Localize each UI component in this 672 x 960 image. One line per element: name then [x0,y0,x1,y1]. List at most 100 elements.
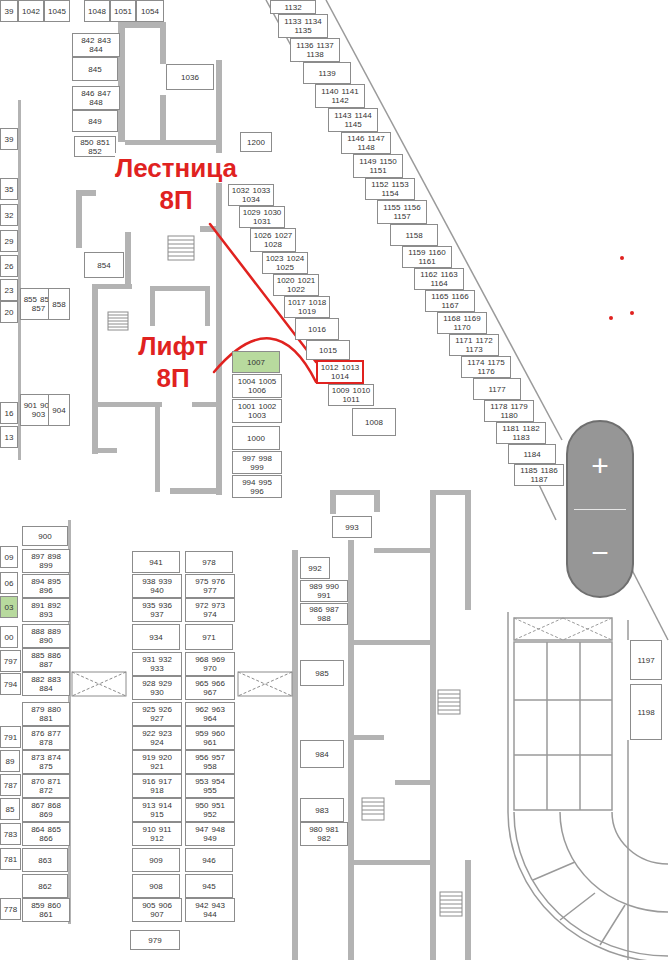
unit-number: 894 [30,577,46,586]
plan-line [438,694,460,710]
storage-unit: 994995996 [232,475,282,498]
storage-unit: 791 [0,726,21,748]
plan-line [72,236,462,916]
unit-number: 910 [141,825,157,834]
unit-number: 926 [157,705,173,714]
unit-number: 851 [95,138,111,147]
storage-unit: 980981982 [300,822,348,846]
unit-number: 1181 [501,424,521,433]
unit-number: 844 [73,45,119,54]
storage-unit: 882883884 [22,672,70,696]
storage-unit: 114011411142 [315,84,365,108]
unit-number: 848 [73,98,119,107]
unit-number: 1054 [140,7,161,16]
plan-line [465,490,471,610]
unit-number: 1165 [430,292,450,301]
unit-number: 859 [30,901,46,910]
unit-number: 952 [186,810,234,819]
plan-line [210,224,316,382]
plan-line [438,690,460,714]
unit-number: 1158 [404,231,424,240]
unit-number: 1006 [233,386,281,395]
unit-number: 864 [30,825,46,834]
plan-line [440,896,462,912]
plan-line [150,286,210,291]
callout-label: Лифт 8П [128,330,218,394]
unit-number: 888 [30,627,46,636]
storage-unit: 913914915 [132,798,182,822]
unit-number: 1011 [329,395,373,404]
plan-line [533,862,625,945]
plan-line [354,860,430,865]
unit-number: 901 [22,401,38,410]
storage-unit: 115511561157 [377,200,427,224]
unit-number: 847 [96,89,112,98]
unit-number: 1020 [275,276,296,285]
storage-unit: 941 [132,551,180,573]
unit-number: 1007 [246,358,267,367]
unit-number: 1003 [233,411,281,420]
storage-unit: 975976977 [185,574,235,598]
unit-number: 1175 [486,358,506,367]
unit-number: 1162 [419,270,439,279]
unit-number: 895 [46,577,62,586]
storage-unit: 35 [0,178,18,200]
plan-line [118,22,166,28]
storage-unit: 888889890 [22,624,70,648]
storage-unit: 985 [300,660,344,686]
storage-unit: 113311341135 [278,14,328,38]
unit-number: 846 [80,89,96,98]
unit-number: 966 [210,679,226,688]
plan-line [76,190,82,248]
unit-number: 947 [194,825,210,834]
storage-unit: 20 [0,301,18,323]
storage-unit: 114311441145 [328,108,378,132]
storage-unit: 931932933 [132,652,182,676]
unit-number: 1048 [87,7,108,16]
storage-unit: 938939940 [132,574,182,598]
plan-line [216,60,222,142]
storage-unit: 979 [130,930,180,950]
storage-unit: 916917918 [132,774,182,798]
unit-number: 1024 [285,254,306,263]
plan-line [630,311,634,315]
storage-unit: 993 [332,516,372,538]
unit-number: 934 [148,633,164,642]
unit-number: 842 [80,36,96,45]
unit-number: 958 [186,762,234,771]
plan-line [609,256,634,320]
storage-unit: 873874875 [22,750,70,774]
unit-number: 1153 [390,180,410,189]
unit-number: 1164 [415,279,463,288]
storage-unit: 1054 [136,0,164,22]
plan-line [160,95,166,142]
plan-line [155,402,160,492]
storage-unit: 846847848 [72,86,120,110]
unit-number: 843 [96,36,112,45]
unit-number: 860 [46,901,62,910]
unit-number: 919 [141,753,157,762]
unit-number: 1149 [358,157,378,166]
unit-number: 1147 [366,134,386,143]
plan-line [108,315,128,327]
unit-number: 884 [23,684,69,693]
storage-unit: 858 [48,288,70,320]
unit-number: 1156 [402,203,422,212]
unit-number: 1148 [342,143,390,152]
plan-line [514,642,612,810]
unit-number: 898 [46,552,62,561]
unit-number: 924 [133,738,181,747]
plan-line [205,286,210,326]
unit-number: 950 [194,801,210,810]
unit-number: 983 [314,806,330,815]
unit-number: 09 [3,553,15,562]
unit-number: 871 [46,777,62,786]
storage-unit: 942943944 [185,898,235,922]
plan-line [440,892,462,916]
unit-number: 852 [75,147,115,156]
unit-number: 897 [30,552,46,561]
unit-number: 1172 [474,336,494,345]
unit-number: 1005 [257,377,278,386]
unit-number: 1136 [295,41,315,50]
storage-unit: 934 [132,624,180,650]
